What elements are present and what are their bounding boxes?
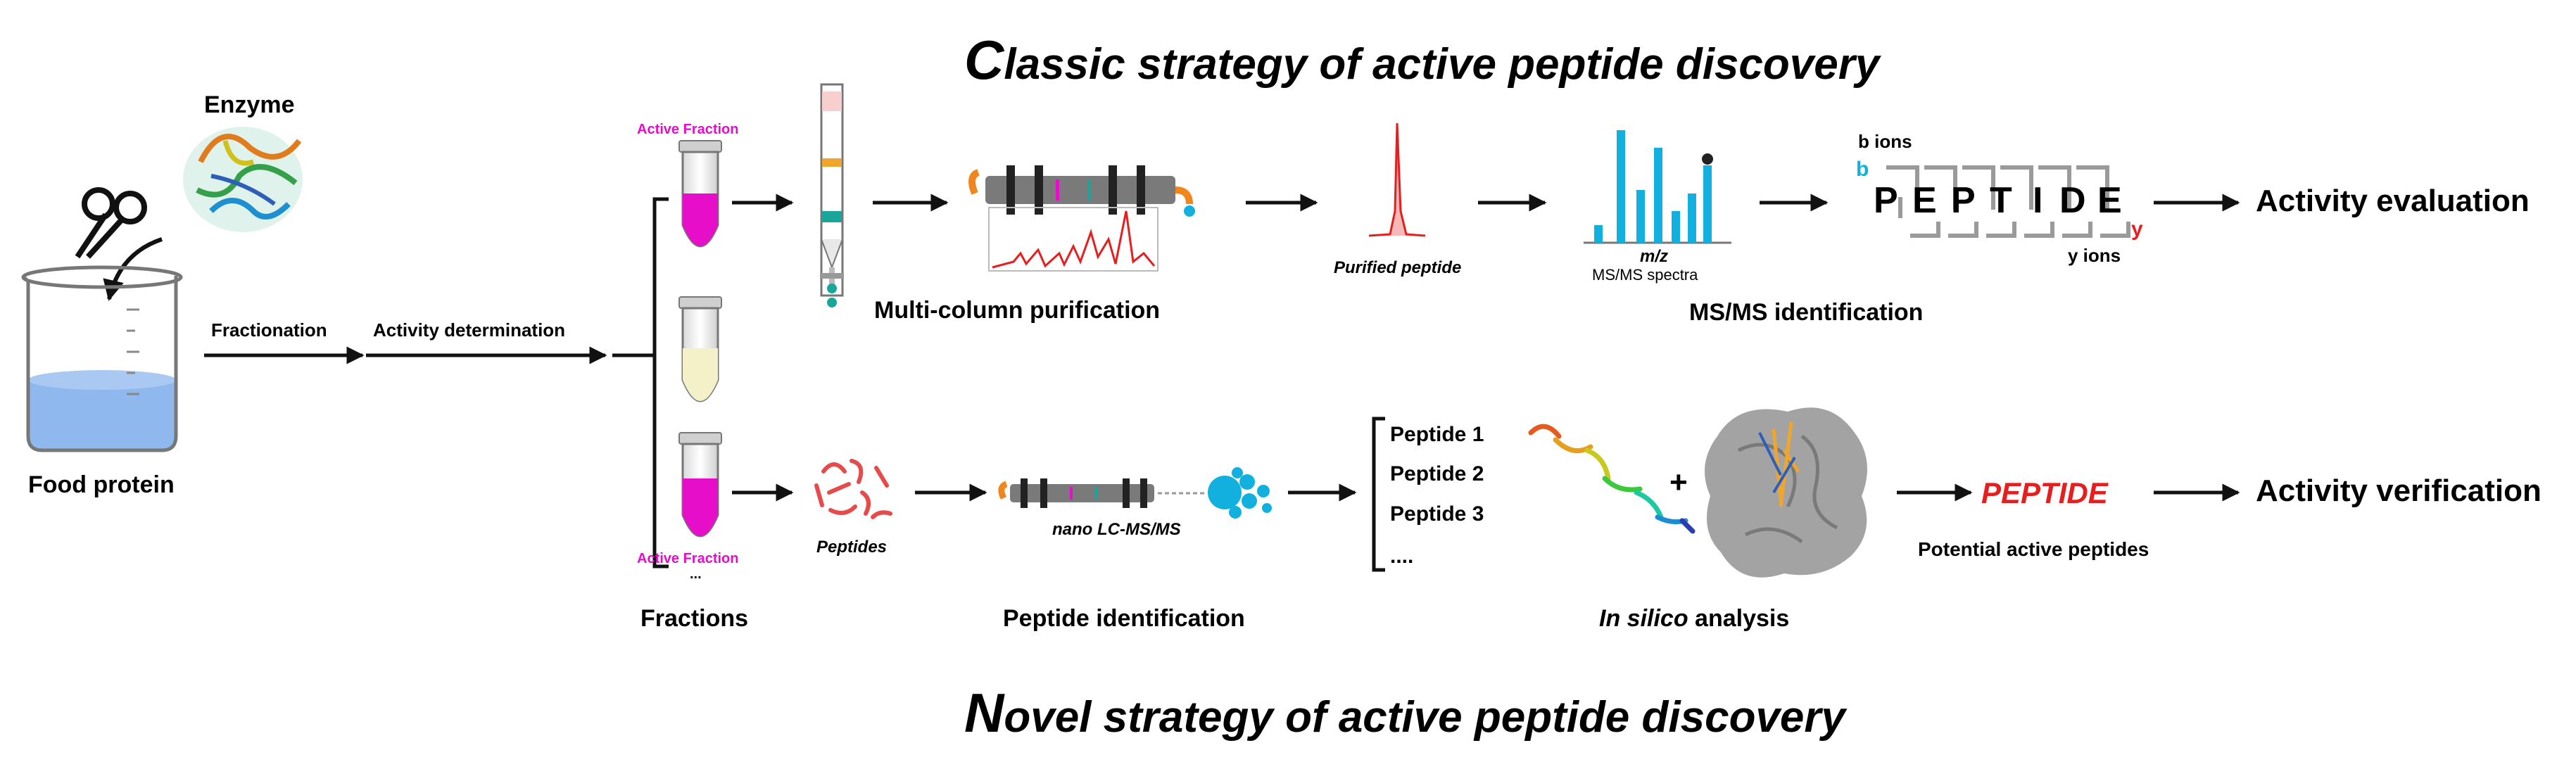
fractions-ellipsis: ...: [690, 566, 702, 582]
peptide-letter-5: I: [2033, 180, 2043, 221]
active-fraction-top-label: Active Fraction: [637, 122, 738, 137]
active-fraction-bottom-label: Active Fraction: [637, 551, 738, 566]
peptide-fragment-ions: b ions b P E P T I D E y y ions: [1856, 131, 2143, 266]
tube-icon: [678, 296, 722, 402]
fractions-label: Fractions: [640, 605, 748, 632]
peptides-label: Peptides: [816, 538, 887, 557]
peptide-letter-7: E: [2097, 180, 2122, 221]
peptide-list-item-2: Peptide 2: [1390, 462, 1484, 485]
y-letter: y: [2131, 217, 2143, 241]
peptide-letter-3: P: [1951, 180, 1976, 221]
potential-active-peptides-label: Potential active peptides: [1918, 538, 2149, 560]
mz-label: m/z: [1640, 247, 1668, 266]
activity-determination-label: Activity determination: [373, 319, 565, 341]
classic-title-cap: C: [964, 29, 1005, 91]
peptides-icon: [814, 459, 892, 519]
in-silico-italic: In silico: [1599, 605, 1688, 632]
peptide-list-bracket: [1372, 417, 1385, 572]
msms-identification-label: MS/MS identification: [1689, 299, 1923, 326]
activity-evaluation-label: Activity evaluation: [2256, 184, 2530, 218]
classic-strategy-title: Classic strategy of active peptide disco…: [964, 29, 1882, 91]
y-ions-label: y ions: [2068, 245, 2121, 266]
peptide-letter-2: E: [1912, 180, 1937, 221]
peptide-letter-4: T: [1990, 180, 2012, 221]
in-silico-rest: analysis: [1688, 605, 1790, 632]
peptide-list-item-4: ....: [1390, 545, 1413, 568]
chromatogram-icon: [988, 207, 1158, 272]
ms-spectrum-icon: [1584, 130, 1731, 244]
plus-sign: +: [1669, 465, 1688, 500]
enzyme-label: Enzyme: [204, 91, 295, 118]
b-letter: b: [1856, 158, 1869, 181]
beaker-icon: [21, 265, 183, 452]
purified-peptide-label: Purified peptide: [1334, 258, 1461, 277]
multi-column-label: Multi-column purification: [874, 297, 1160, 324]
peptide-3d-icon: [1528, 424, 1696, 534]
tube-icon: [678, 432, 722, 538]
column-icon: [820, 83, 844, 307]
food-protein-label: Food protein: [28, 471, 175, 498]
scissors-icon: [75, 187, 147, 259]
fractionation-label: Fractionation: [211, 319, 327, 341]
peak-icon: [1368, 122, 1426, 237]
novel-title-cap: N: [964, 682, 1005, 744]
in-silico-label: In silico analysis: [1599, 605, 1789, 632]
enzyme-structure-icon: [183, 127, 303, 232]
msms-spectra-label: MS/MS spectra: [1592, 266, 1698, 284]
b-ions-label: b ions: [1858, 131, 1912, 152]
nano-lc-icon: [998, 467, 1272, 519]
potential-peptide-word: PEPTIDE: [1981, 476, 2109, 509]
novel-strategy-title: Novel strategy of active peptide discove…: [964, 682, 1848, 744]
peptide-identification-label: Peptide identification: [1003, 605, 1245, 632]
novel-title-rest: ovel strategy of active peptide discover…: [1004, 693, 1848, 742]
cut-arrow: [103, 237, 163, 301]
fractions-bracket: [652, 197, 669, 569]
peptide-list-item-1: Peptide 1: [1390, 423, 1484, 446]
nano-lc-label: nano LC-MS/MS: [1052, 520, 1181, 539]
tube-icon: [678, 140, 722, 248]
peptide-letter-1: P: [1874, 180, 1898, 221]
activity-verification-label: Activity verification: [2256, 474, 2542, 508]
hplc-column-icon: [968, 165, 1195, 217]
protein-surface-icon: [1705, 407, 1867, 578]
peptide-letter-6: D: [2059, 180, 2086, 221]
peptide-list-item-3: Peptide 3: [1390, 502, 1484, 526]
classic-title-rest: lassic strategy of active peptide discov…: [1004, 40, 1882, 89]
